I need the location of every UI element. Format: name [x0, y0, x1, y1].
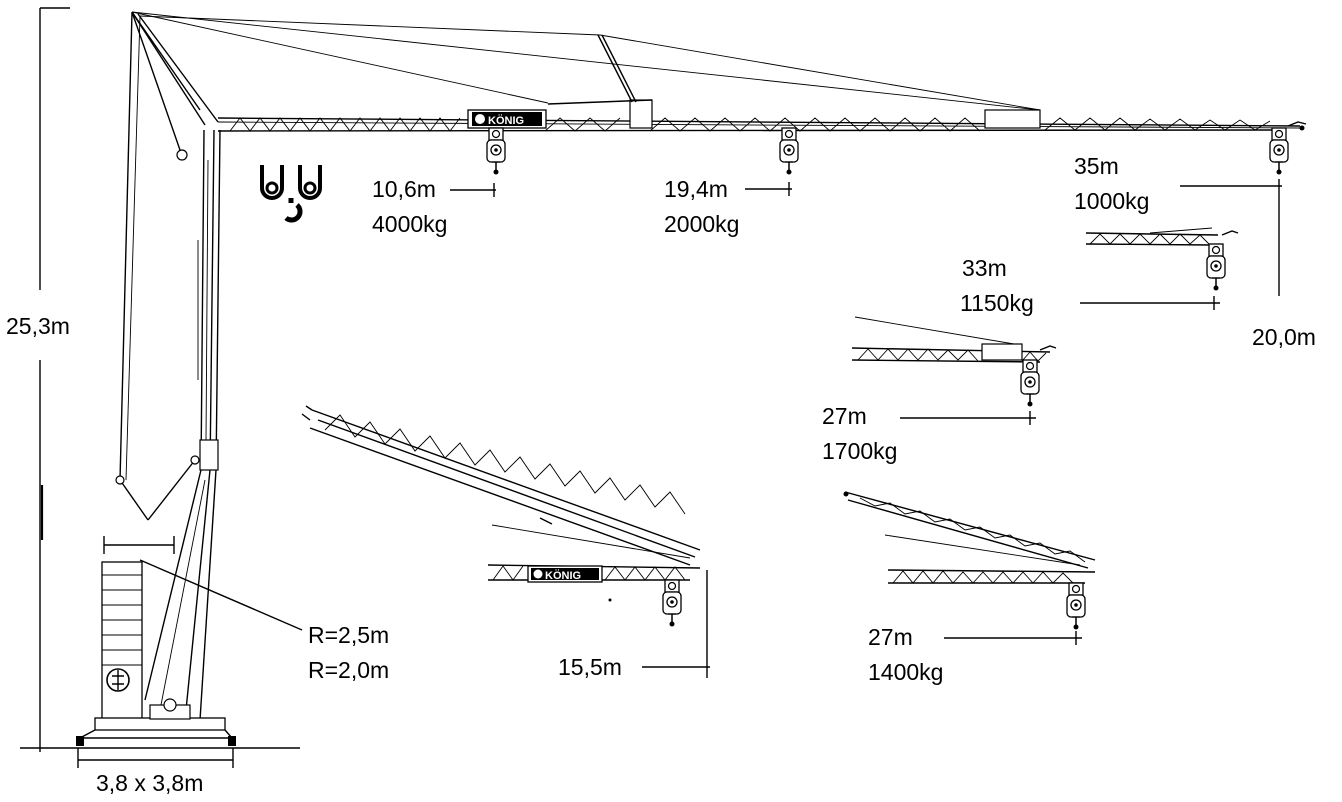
hook-block-1: [486, 127, 506, 176]
hook-block-3: [1269, 127, 1289, 176]
logo-plate-main: KÖNIG: [467, 109, 547, 129]
hook-height-label: 20,0m: [1252, 324, 1316, 350]
load2-dist: 19,4m: [664, 176, 728, 202]
ground-dimension: [20, 747, 300, 768]
var27a-dist: 27m: [822, 403, 867, 429]
load-marker-1: [450, 183, 496, 197]
load-marker-2: [745, 182, 792, 196]
logo-plate-folded: KÖNIG: [527, 565, 603, 583]
radius-leader: [139, 559, 303, 631]
base-label: 3,8 x 3,8m: [96, 770, 203, 796]
var27a-weight: 1700kg: [822, 438, 897, 464]
mast-top: [119, 11, 219, 481]
load2-weight: 2000kg: [664, 211, 739, 237]
var33-dist: 33m: [962, 255, 1007, 281]
tower: [197, 129, 221, 471]
load1-dist: 10,6m: [372, 176, 436, 202]
radius-a-label: R=2,5m: [308, 622, 389, 648]
double-pulley-hook-icon: [260, 165, 322, 223]
load1-weight: 4000kg: [372, 211, 447, 237]
radius-b-label: R=2,0m: [308, 657, 389, 683]
jib-variant-33m: [1080, 227, 1239, 310]
folded-height-label: 15,5m: [558, 654, 622, 680]
load-marker-3: [1180, 179, 1282, 296]
main-boom: [131, 11, 1307, 132]
crane-base: [76, 455, 236, 746]
jib-folded: [301, 405, 710, 678]
var27b-dist: 27m: [868, 624, 913, 650]
crane-main: KÖNIG: [76, 11, 1307, 746]
load3-dist: 35m: [1074, 153, 1119, 179]
jib-variant-27m-b: [843, 491, 1096, 645]
logo-folded-text: KÖNIG: [545, 569, 581, 582]
height-dimension: [39, 7, 70, 752]
load3-weight: 1000kg: [1074, 188, 1149, 214]
height-label: 25,3m: [6, 313, 70, 339]
hook-block-2: [779, 127, 799, 176]
logo-main-text: KÖNIG: [488, 114, 524, 127]
var33-weight: 1150kg: [960, 290, 1034, 316]
jib-variant-27m-a: [851, 316, 1057, 425]
var27b-weight: 1400kg: [868, 659, 943, 685]
